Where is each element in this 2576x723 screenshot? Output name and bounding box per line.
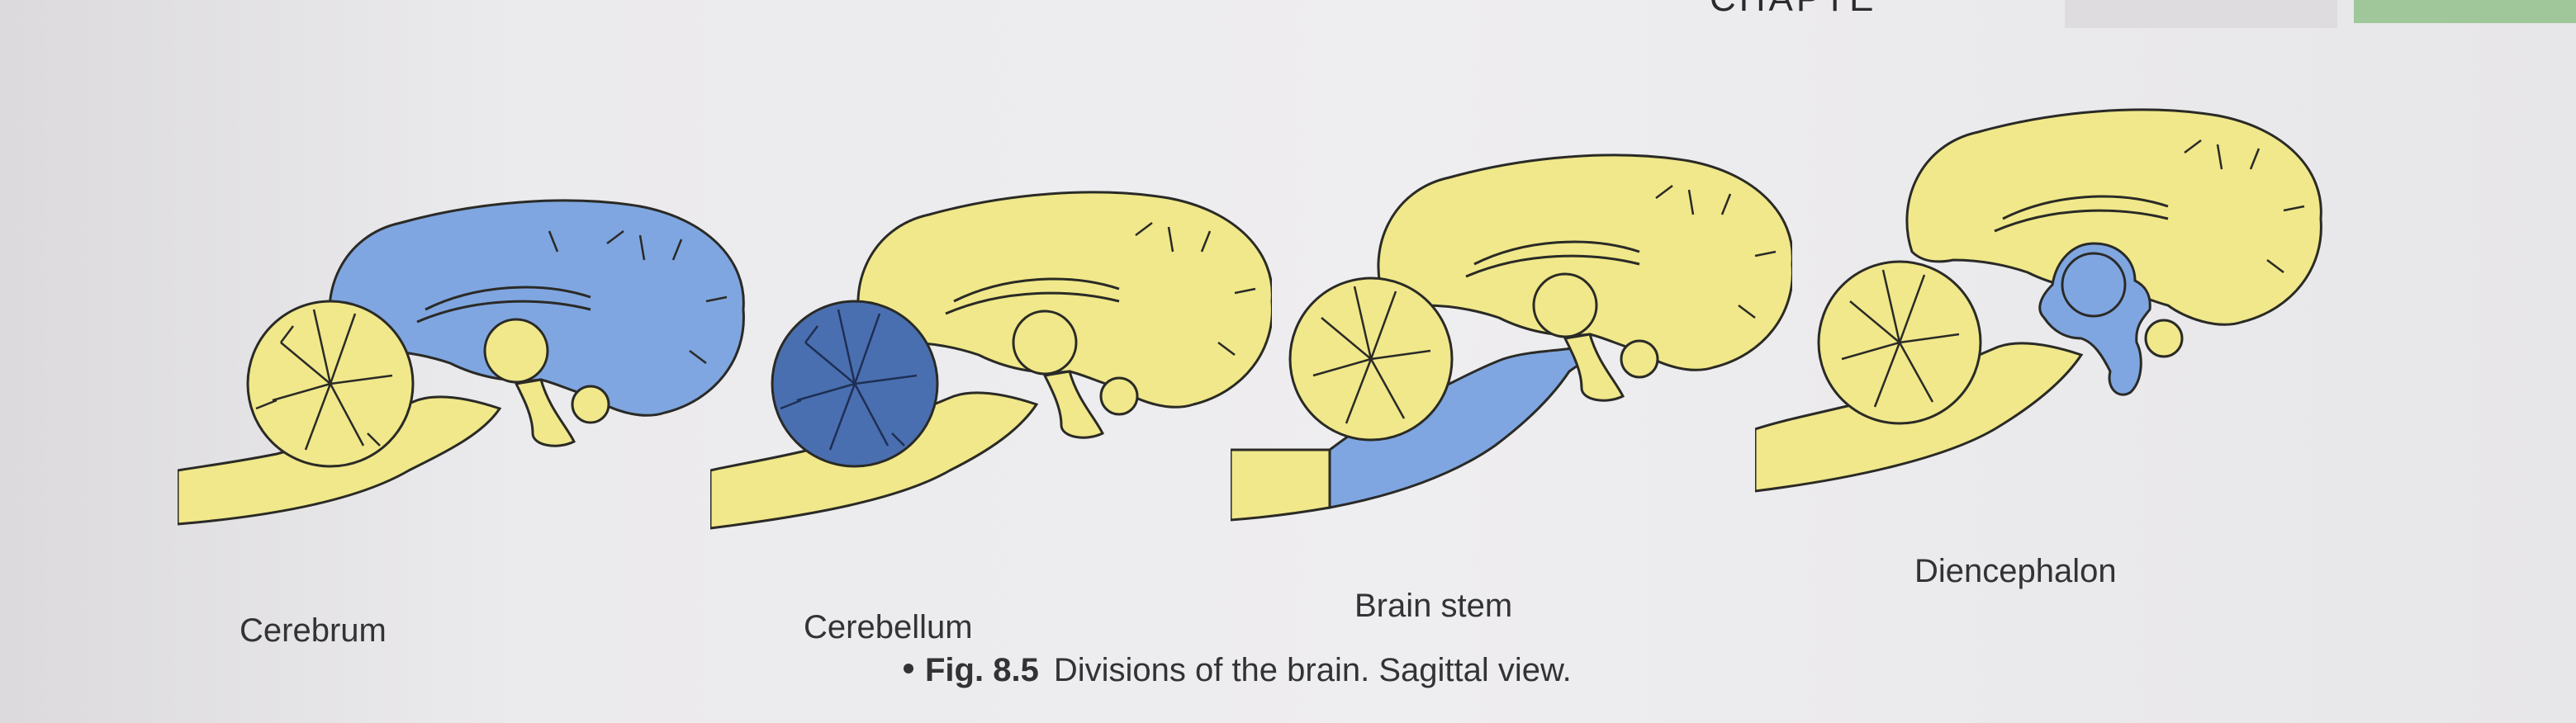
bullet-icon xyxy=(904,664,913,674)
cerebrum-shape xyxy=(1905,108,2322,326)
header-tab xyxy=(2065,0,2337,28)
panel-cerebellum xyxy=(710,177,1272,541)
figure-number: Fig. 8.5 xyxy=(925,652,1039,688)
label-cerebellum: Cerebellum xyxy=(804,609,973,645)
panel-brain-stem xyxy=(1231,149,1792,528)
label-brain-stem: Brain stem xyxy=(1354,588,1513,624)
chapter-header: CHAPTE xyxy=(1710,0,1876,20)
brain-diagram-brain-stem xyxy=(1231,154,1792,522)
cerebrum-shape xyxy=(856,191,1272,409)
cerebrum-shape xyxy=(328,199,745,417)
cerebrum-shape xyxy=(1377,154,1792,371)
thalamus xyxy=(483,318,549,384)
figure-caption-text: Divisions of the brain. Sagittal view. xyxy=(1053,652,1572,688)
brain-diagram-cerebrum xyxy=(178,199,745,526)
brain-diagram-cerebellum xyxy=(710,191,1272,530)
brain-diagram-diencephalon xyxy=(1755,108,2322,493)
figure-caption: Fig. 8.5 Divisions of the brain. Sagittal… xyxy=(904,652,1572,689)
panel-diencephalon xyxy=(1755,107,2325,503)
panel-cerebrum xyxy=(178,186,756,541)
label-cerebrum: Cerebrum xyxy=(240,612,387,649)
label-diencephalon: Diencephalon xyxy=(1914,553,2117,589)
chapter-tab xyxy=(2354,0,2576,23)
